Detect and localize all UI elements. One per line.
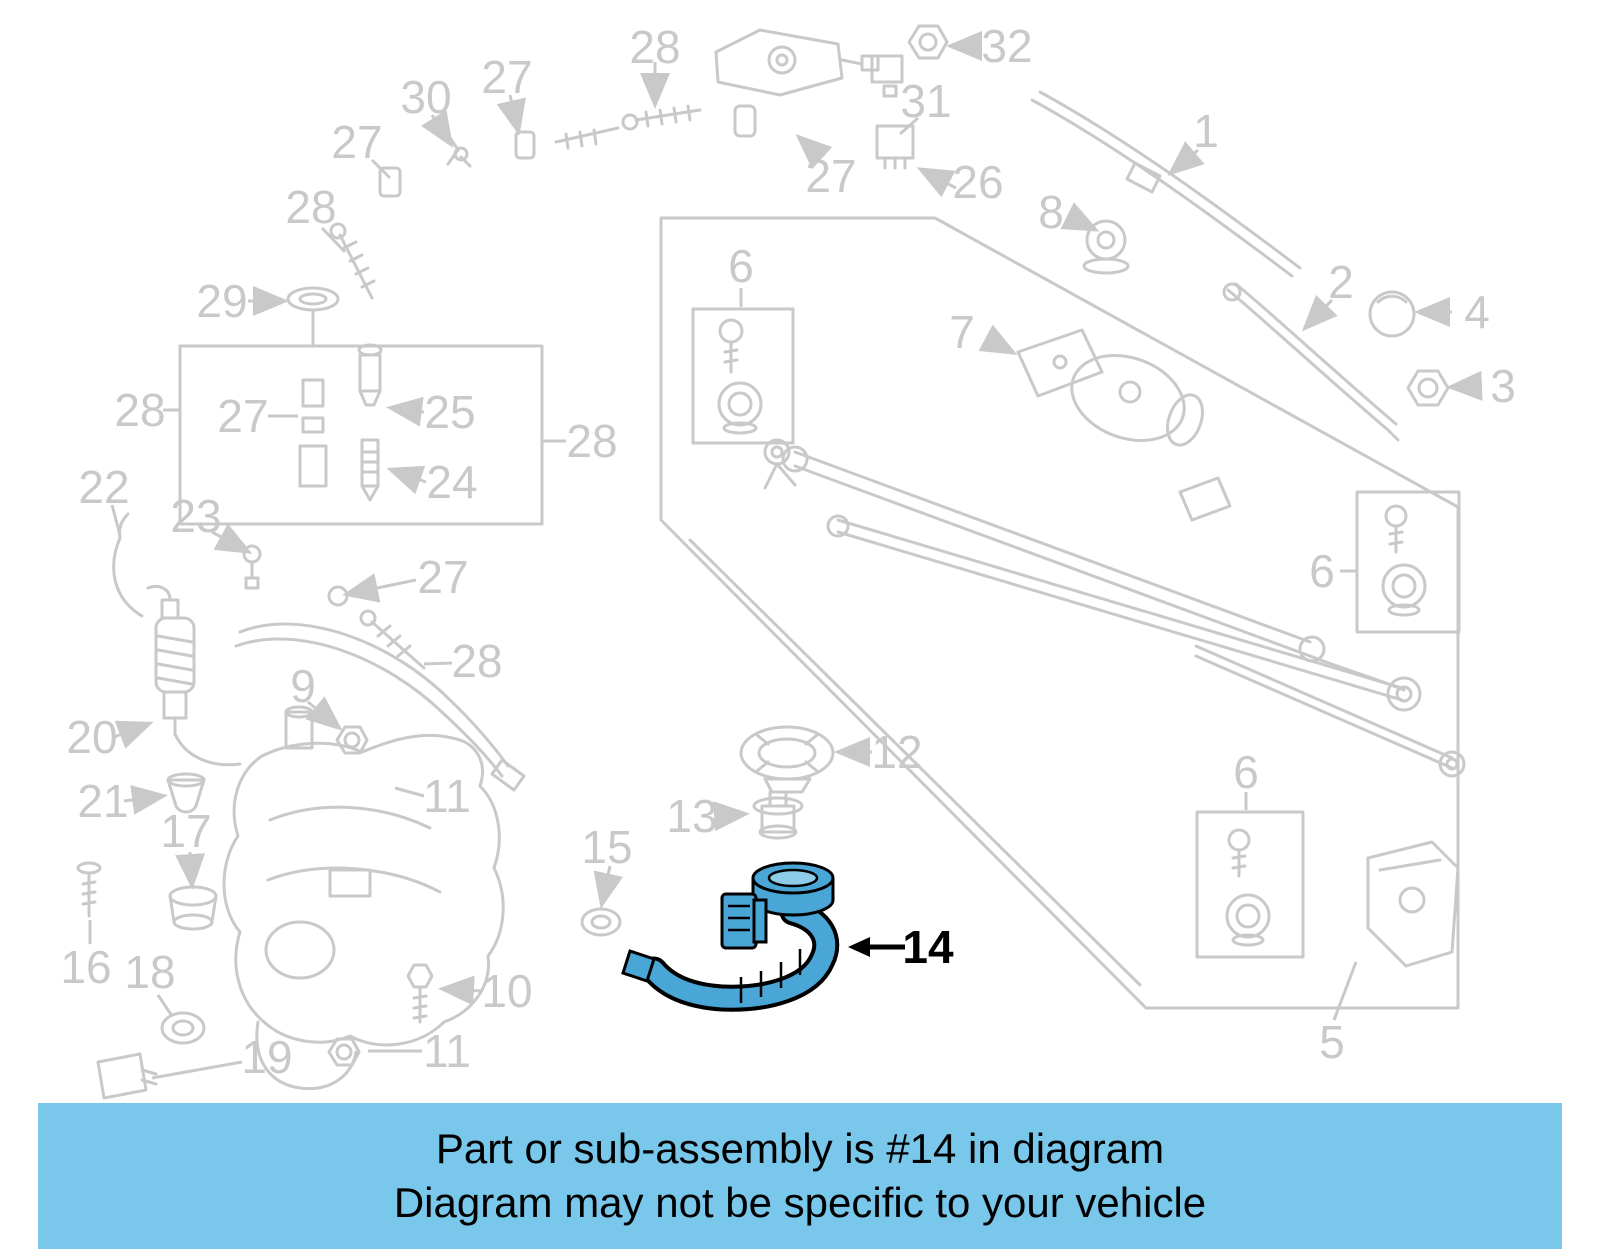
grommet-15	[580, 907, 622, 937]
valve-parts-box	[178, 343, 544, 526]
wiper-blade	[1030, 90, 1302, 278]
hose-ribs	[739, 949, 802, 1003]
highlighted-part-14	[621, 861, 840, 1012]
hoses	[234, 622, 526, 792]
leader-lines	[88, 31, 1483, 1080]
hardware-box-bottom	[1195, 810, 1305, 959]
banner-line1: Part or sub-assembly is #14 in diagram	[435, 1124, 1165, 1172]
corner-bracket-5	[1366, 840, 1460, 968]
small-fasteners	[242, 544, 426, 670]
top-fastener-chain	[329, 28, 880, 300]
top-right-parts	[870, 24, 1130, 275]
nozzle-end	[621, 949, 656, 983]
bottom-left-parts	[76, 772, 434, 1100]
diagram-note-banner: Part or sub-assembly is #14 in diagram D…	[38, 1103, 1562, 1249]
connector-tab	[752, 898, 768, 944]
cap-and-nut	[1368, 290, 1450, 407]
connector-block	[720, 892, 758, 950]
washer-reservoir	[222, 705, 505, 1091]
stem-13	[752, 790, 804, 840]
washer-pump	[112, 512, 242, 767]
banner-line2: Diagram may not be specific to your vehi…	[393, 1179, 1207, 1226]
part-14-pointer	[848, 937, 905, 957]
wiper-arm	[1222, 282, 1400, 442]
cap-ring-inner	[767, 868, 819, 888]
cap-12	[739, 725, 835, 794]
grommet-29	[286, 286, 340, 347]
linkage-frame	[659, 216, 1460, 1010]
hardware-box-right	[1355, 490, 1461, 634]
linkage-bars	[763, 438, 1466, 778]
wiper-motor	[1016, 328, 1232, 522]
hardware-box-top	[691, 307, 795, 445]
